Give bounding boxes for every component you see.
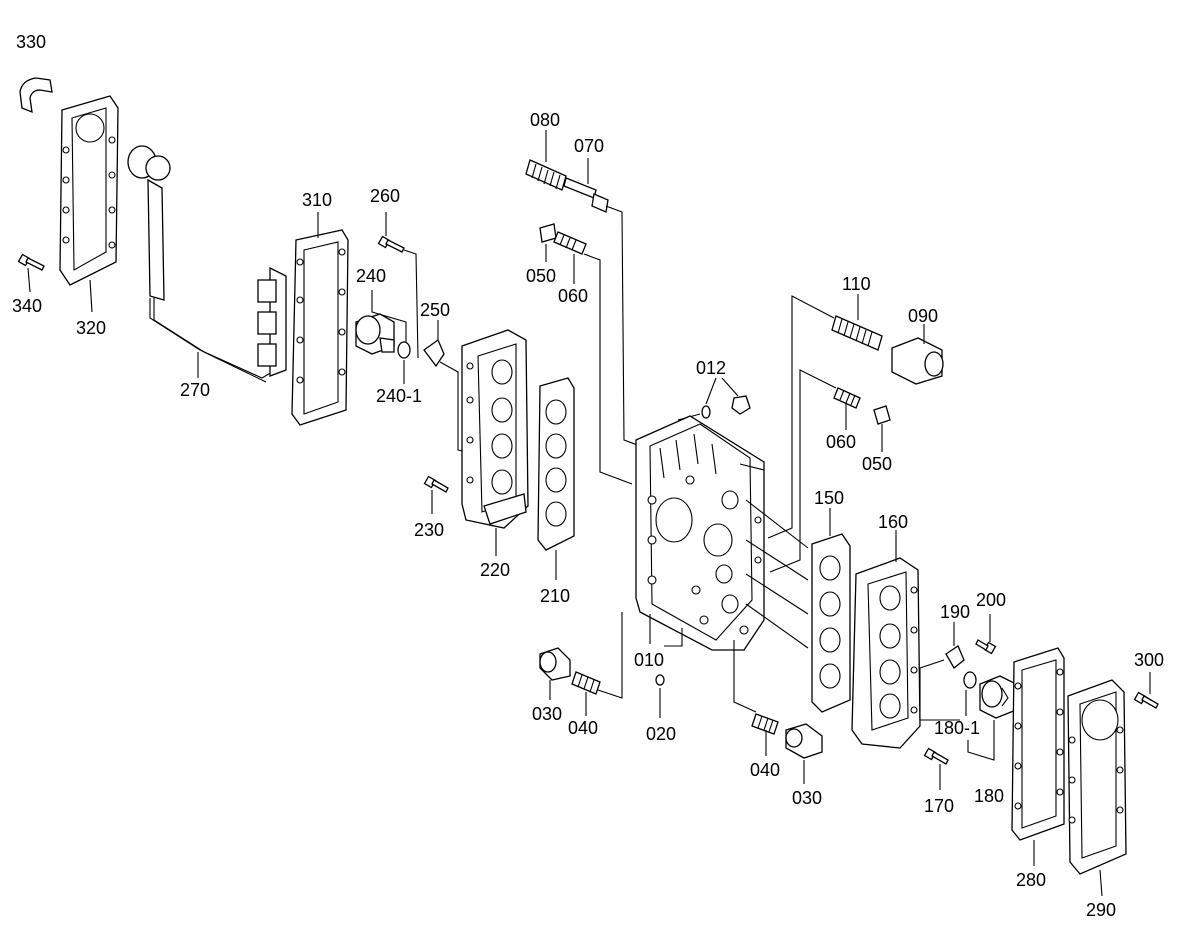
label-250: 250 <box>420 300 450 320</box>
label-310: 310 <box>302 190 332 210</box>
leader-180-1 <box>920 690 967 721</box>
label-160: 160 <box>878 512 908 532</box>
leader-150-fan <box>745 499 809 649</box>
part-180-1-oring <box>963 671 977 689</box>
label-170: 170 <box>924 796 954 816</box>
part-010-housing <box>635 415 765 651</box>
part-050-sleeve-upper <box>539 223 557 243</box>
label-010: 010 <box>634 650 664 670</box>
label-300: 300 <box>1134 650 1164 670</box>
label-030-center: 030 <box>792 788 822 808</box>
leader-060-upper-path <box>583 253 633 485</box>
part-180-solenoid <box>979 675 1017 719</box>
leader-070-path <box>605 205 641 447</box>
part-220-valve-body <box>461 329 529 529</box>
part-080-spring <box>525 159 567 191</box>
leader-320 <box>89 279 93 313</box>
label-240: 240 <box>356 266 386 286</box>
part-030-plug-center <box>785 723 823 759</box>
label-110: 110 <box>842 274 871 294</box>
label-060-right: 060 <box>826 432 856 452</box>
label-030-left: 030 <box>532 704 562 724</box>
part-300-bolt <box>1133 691 1159 709</box>
part-250-plate <box>423 339 445 368</box>
part-310-gasket <box>291 229 349 426</box>
part-330-clip <box>19 77 53 114</box>
part-200-bolt <box>975 639 997 655</box>
label-012: 012 <box>696 358 726 378</box>
label-330: 330 <box>16 32 46 52</box>
label-180-1: 180-1 <box>934 718 980 738</box>
label-230: 230 <box>414 520 444 540</box>
label-050-right: 050 <box>862 454 892 474</box>
label-180: 180 <box>974 786 1004 806</box>
part-260-bolt <box>377 235 405 253</box>
label-190: 190 <box>940 602 970 622</box>
part-270-harness <box>127 145 287 383</box>
leader-180 <box>967 720 995 761</box>
label-340: 340 <box>12 296 42 316</box>
part-320-cover <box>59 95 119 286</box>
leader-040-left-path <box>597 612 623 699</box>
part-280-gasket <box>1011 647 1065 841</box>
part-090-valve <box>891 337 944 385</box>
part-190-plate <box>945 645 965 669</box>
label-080: 080 <box>530 110 560 130</box>
label-290: 290 <box>1086 900 1116 920</box>
label-210: 210 <box>540 586 570 606</box>
part-060-spring-right <box>833 387 861 409</box>
label-270: 270 <box>180 380 210 400</box>
label-260: 260 <box>370 186 400 206</box>
part-050-sleeve-right <box>873 405 891 425</box>
label-040-center: 040 <box>750 760 780 780</box>
part-340-bolt <box>17 253 45 271</box>
part-012-plug <box>701 395 751 419</box>
part-170-bolt <box>923 747 949 765</box>
label-040-left: 040 <box>568 718 598 738</box>
label-240-1: 240-1 <box>376 386 422 406</box>
part-060-spring-upper <box>553 231 587 255</box>
leader-110-path <box>767 295 835 539</box>
label-280: 280 <box>1016 870 1046 890</box>
part-020-ball <box>655 674 665 686</box>
part-030-plug-left <box>539 647 571 681</box>
label-200: 200 <box>976 590 1006 610</box>
leader-340 <box>27 267 31 293</box>
part-230-bolt <box>423 475 449 493</box>
part-160-valve-body <box>851 557 921 749</box>
leader-190-path <box>919 659 945 720</box>
label-150: 150 <box>814 488 844 508</box>
part-150-gasket <box>811 533 851 713</box>
leader-260-path <box>403 249 419 359</box>
leader-010-top <box>739 463 765 471</box>
label-320: 320 <box>76 318 106 338</box>
leader-240 <box>371 290 407 342</box>
label-020: 020 <box>646 724 676 744</box>
part-290-cover <box>1067 679 1127 875</box>
label-090: 090 <box>908 306 938 326</box>
leader-010 <box>649 614 683 647</box>
part-040-spring-center <box>751 713 779 735</box>
leader-290 <box>1099 869 1103 897</box>
leader-040-center-path <box>733 640 757 713</box>
part-070-plunger <box>563 177 609 213</box>
label-060-upper: 060 <box>558 286 588 306</box>
label-220: 220 <box>480 560 510 580</box>
part-210-gasket <box>537 377 575 551</box>
part-240-1-oring <box>397 341 411 359</box>
part-240-solenoid <box>355 313 395 355</box>
leader-060-right-path <box>769 369 837 573</box>
part-040-spring-left <box>571 671 601 695</box>
part-110-spring <box>831 315 883 351</box>
label-070: 070 <box>574 136 604 156</box>
label-050-upper: 050 <box>526 266 556 286</box>
leader-012 <box>705 377 739 405</box>
